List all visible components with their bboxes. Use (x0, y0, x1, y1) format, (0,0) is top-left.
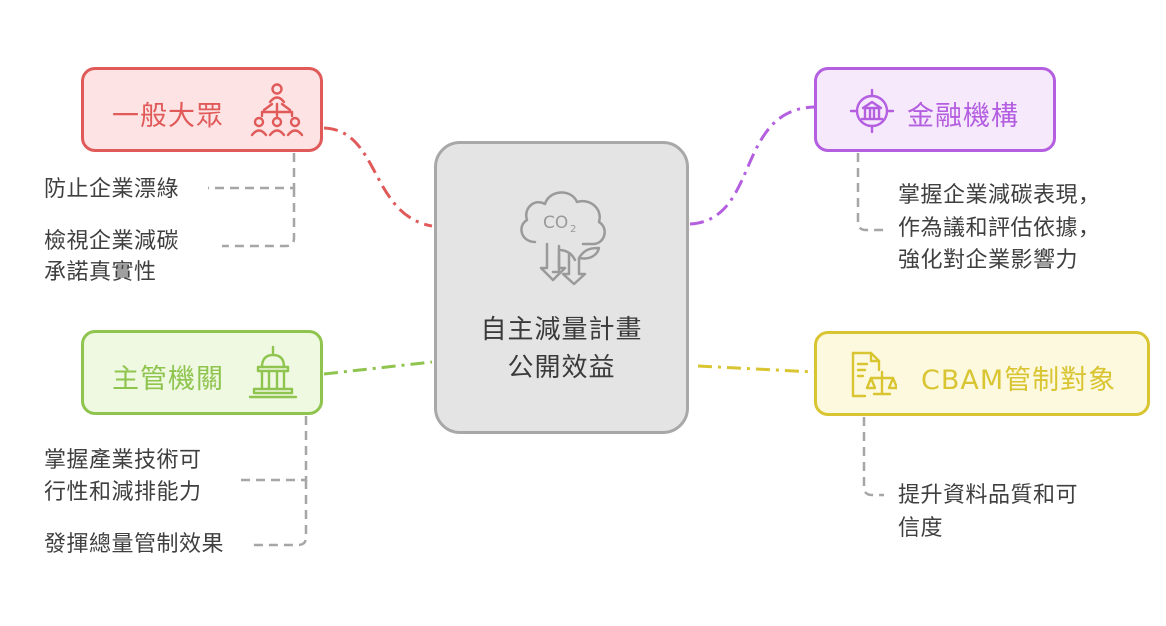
leaf-connector-public-2 (222, 188, 296, 248)
center-title-line2: 公開效益 (507, 353, 616, 383)
node-cbam: CBAM管制對象 (814, 331, 1150, 416)
center-node: CO 2 自主減量計畫 公開效益 (434, 141, 689, 434)
leaf-authority-2: 行性和減排能力 (44, 480, 202, 505)
leaf-finance-3: 強化對企業影響力 (898, 248, 1079, 273)
leaf-connector-finance (856, 153, 884, 232)
connector-public (323, 126, 433, 228)
node-public-label: 一般大眾 (112, 101, 224, 132)
leaf-public-2: 檢視企業減碳 (44, 229, 180, 254)
connector-cbam (697, 364, 815, 374)
leaf-connector-cbam (862, 417, 884, 497)
node-public: 一般大眾 (81, 67, 323, 152)
leaf-cbam-1: 提升資料品質和可 (898, 483, 1079, 508)
leaf-connector-authority-1 (236, 416, 308, 482)
leaf-connector-authority-2 (252, 480, 308, 547)
leaf-connector-public-1 (208, 153, 296, 190)
government-building-icon (248, 345, 298, 399)
leaf-authority-1: 掌握產業技術可 (44, 448, 202, 473)
leaf-finance-2: 作為議和評估依據， (898, 216, 1101, 241)
svg-text:CO: CO (543, 213, 568, 233)
people-hierarchy-icon (250, 83, 304, 137)
connector-authority (323, 360, 433, 376)
node-finance-label: 金融機構 (907, 101, 1019, 132)
leaf-cbam-2: 信度 (898, 516, 944, 541)
center-title-line1: 自主減量計畫 (480, 315, 643, 345)
document-scale-icon (851, 351, 897, 398)
bank-target-icon (849, 88, 895, 134)
co2-cloud-icon: CO 2 (520, 191, 606, 286)
leaf-public-3: 承諾真實性 (44, 260, 157, 285)
leaf-finance-1: 掌握企業減碳表現， (898, 183, 1101, 208)
node-authority-label: 主管機關 (112, 364, 224, 395)
connector-finance (689, 105, 815, 226)
svg-text:2: 2 (570, 224, 576, 235)
node-cbam-label: CBAM管制對象 (921, 365, 1117, 396)
leaf-authority-3: 發揮總量管制效果 (44, 532, 225, 557)
node-finance: 金融機構 (814, 67, 1056, 152)
leaf-public-1: 防止企業漂綠 (44, 177, 180, 202)
node-authority: 主管機關 (81, 330, 323, 415)
